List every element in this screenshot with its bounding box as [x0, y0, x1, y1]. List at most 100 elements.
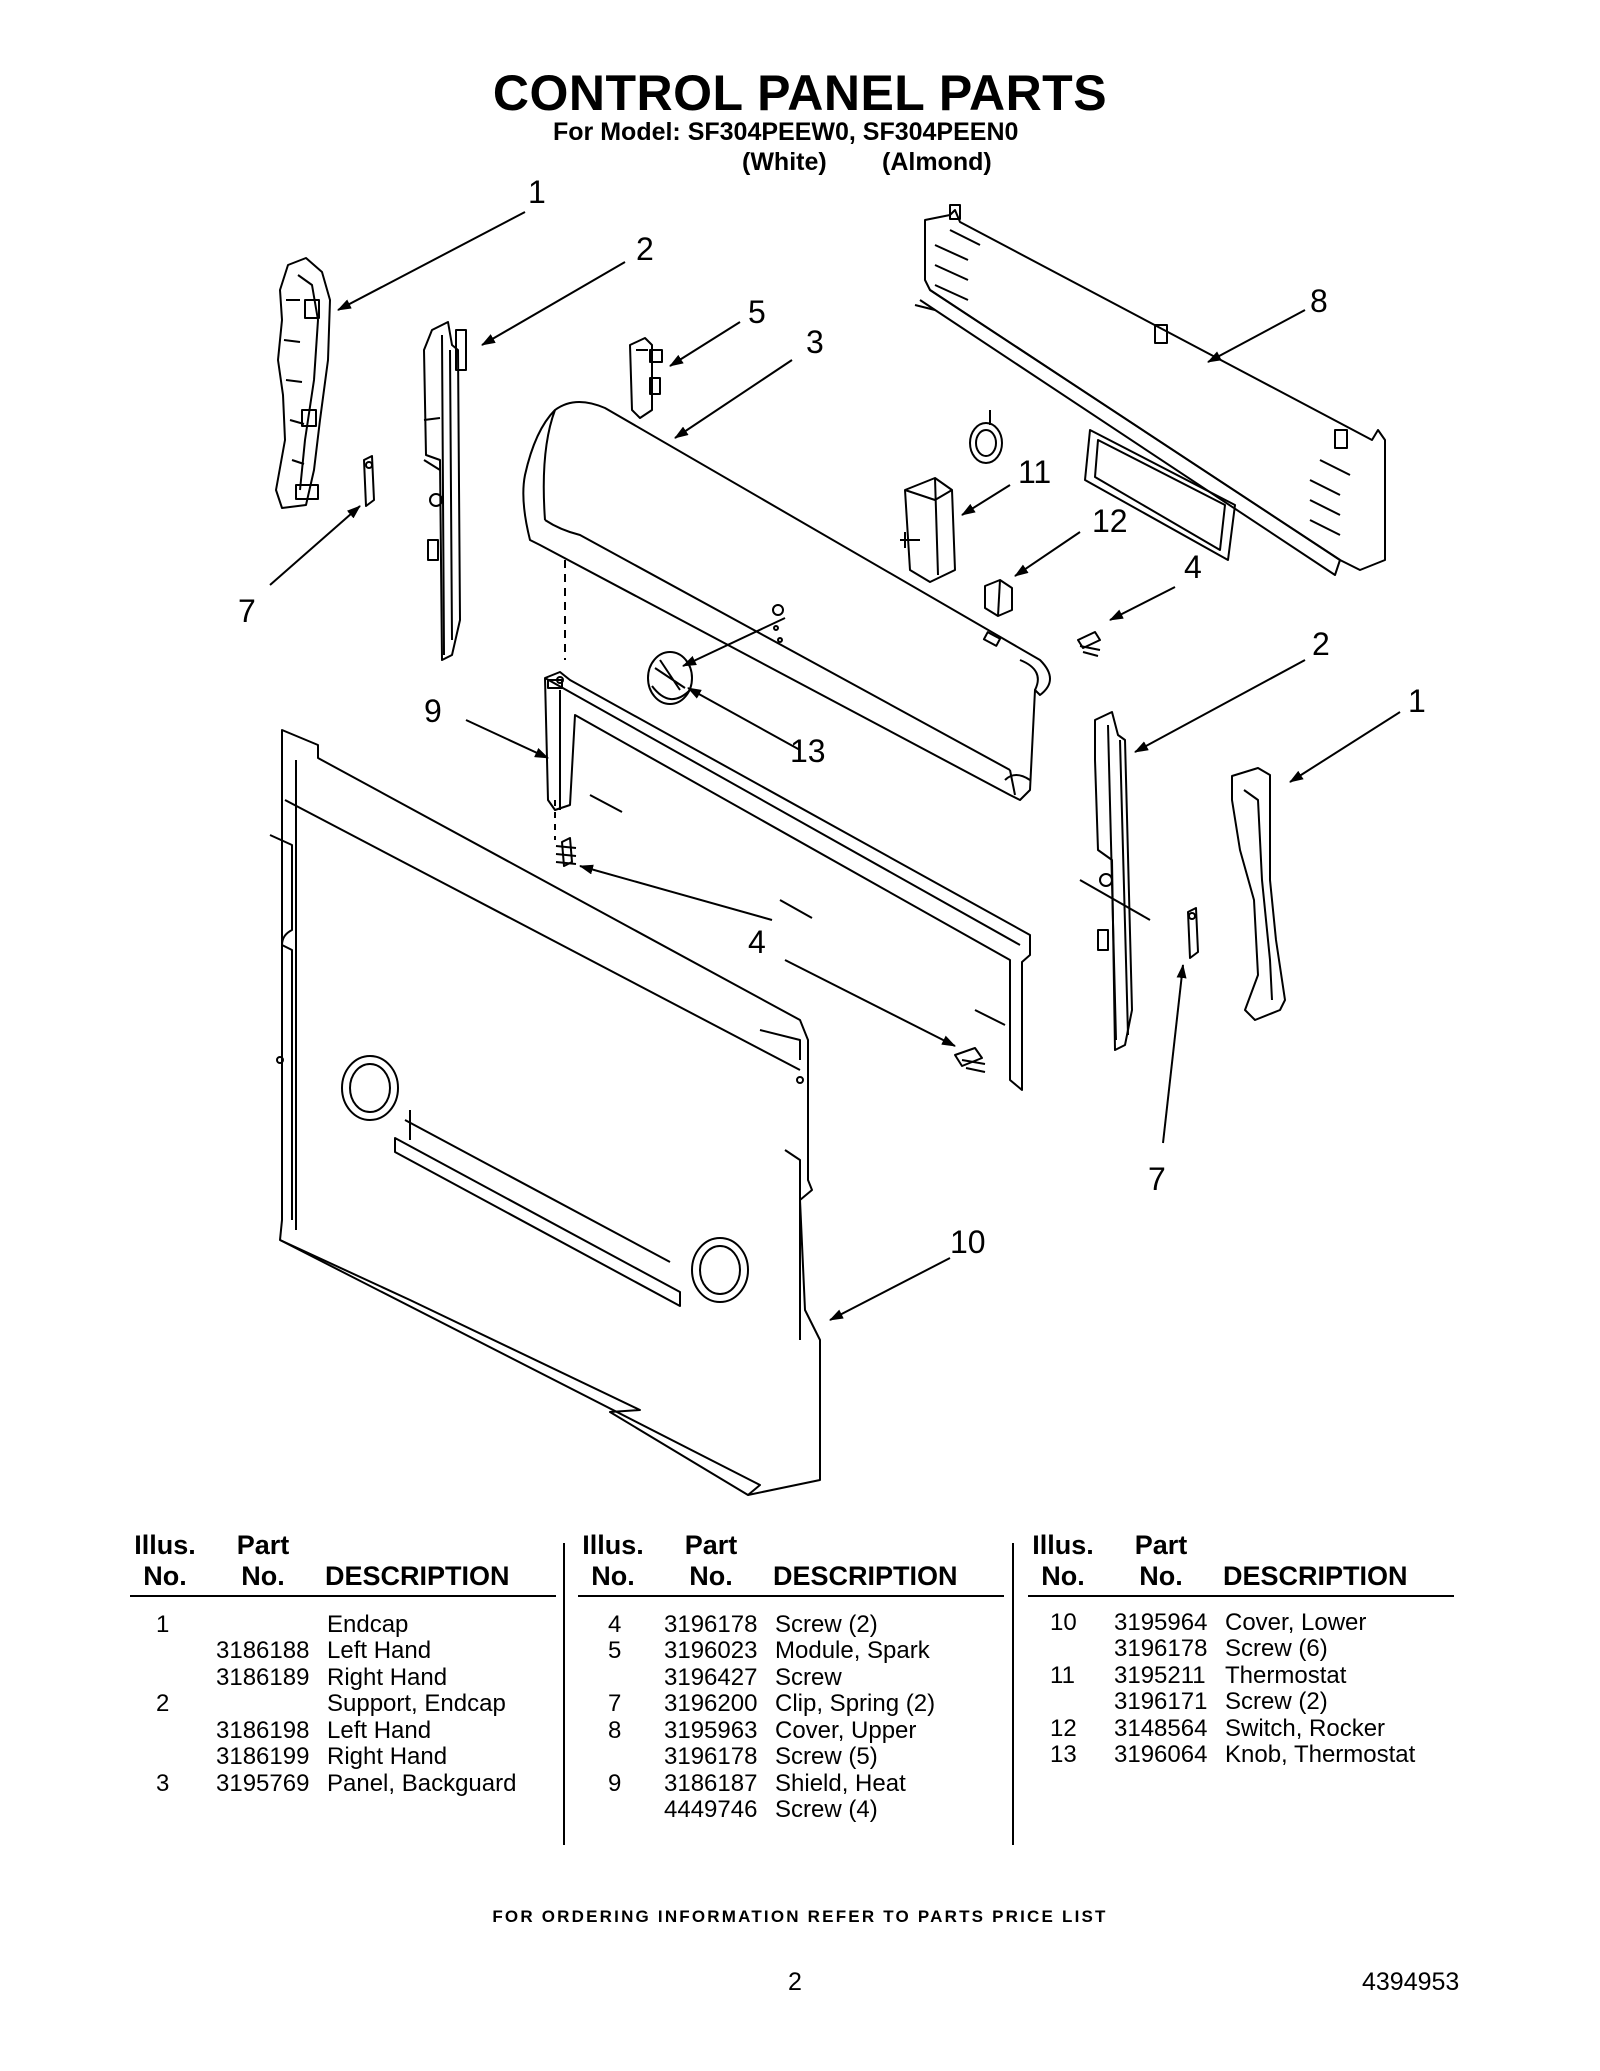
- spring-clip-left-drawing: [363, 455, 375, 507]
- col1-part-6: 3195769: [216, 1770, 310, 1797]
- callout-5: 5: [748, 294, 766, 330]
- header-rule-col3: [1028, 1595, 1454, 1597]
- col2-illus-4: 8: [608, 1717, 622, 1744]
- col2-part-6: 3186187: [664, 1770, 758, 1797]
- col2-part-3: 3196200: [664, 1690, 758, 1717]
- col2-desc-6: Shield, Heat: [775, 1770, 906, 1797]
- col2-illus-6: 9: [608, 1770, 622, 1797]
- variant-almond: (Almond): [882, 148, 992, 176]
- col1-part-5: 3186199: [216, 1743, 310, 1770]
- screw-lower-left-drawing: [555, 837, 577, 867]
- lower-cover-drawing: [269, 729, 821, 1496]
- column-divider-1: [563, 1543, 565, 1845]
- col1-desc-6: Panel, Backguard: [327, 1770, 517, 1797]
- col2-desc-2: Screw: [775, 1664, 842, 1691]
- callout-4-lower: 4: [748, 924, 766, 960]
- col3-part-2: 3195211: [1114, 1662, 1206, 1689]
- callout-1-left: 1: [528, 174, 546, 210]
- col2-desc-1: Module, Spark: [775, 1637, 930, 1664]
- col1-desc-0: Endcap: [327, 1611, 409, 1638]
- col2-illus-3: 7: [608, 1690, 622, 1717]
- col2-part-5: 3196178: [664, 1743, 758, 1770]
- col1-desc-2: Right Hand: [327, 1664, 448, 1691]
- variant-white: (White): [742, 148, 827, 176]
- callout-7-left: 7: [238, 593, 256, 629]
- col1-part-2: 3186189: [216, 1664, 310, 1691]
- col3-illus-0: 10: [1050, 1609, 1077, 1636]
- col3-illus-4: 12: [1050, 1715, 1077, 1742]
- header-illus-col2: Illus.No.: [582, 1530, 644, 1591]
- col2-desc-5: Screw (5): [775, 1743, 878, 1770]
- header-illus-col3: Illus.No.: [1032, 1530, 1094, 1591]
- col1-part-4: 3186198: [216, 1717, 310, 1744]
- col1-illus-3: 2: [156, 1690, 170, 1717]
- endcap-support-right-drawing: [1079, 711, 1151, 1051]
- col3-part-5: 3196064: [1114, 1741, 1208, 1768]
- screw-upper-right-drawing: [1077, 631, 1101, 657]
- col2-desc-4: Cover, Upper: [775, 1717, 917, 1744]
- spring-clip-right-drawing: [1187, 907, 1199, 959]
- callout-3: 3: [806, 324, 824, 360]
- col1-desc-3: Support, Endcap: [327, 1690, 506, 1717]
- col3-illus-5: 13: [1050, 1741, 1077, 1768]
- callout-8: 8: [1310, 283, 1328, 319]
- col3-part-0: 3195964: [1114, 1609, 1208, 1636]
- screw-lower-right-drawing: [954, 1047, 986, 1073]
- col2-part-0: 3196178: [664, 1611, 758, 1638]
- col2-part-7: 4449746: [664, 1796, 758, 1823]
- rocker-switch-drawing: [984, 579, 1013, 617]
- backguard-panel-drawing: [522, 401, 1051, 801]
- col2-desc-3: Clip, Spring (2): [775, 1690, 936, 1717]
- callout-13: 13: [790, 733, 826, 769]
- page-number: 2: [788, 1968, 802, 1996]
- col1-illus-0: 1: [156, 1611, 170, 1638]
- col2-part-1: 3196023: [664, 1637, 758, 1664]
- col1-desc-5: Right Hand: [327, 1743, 448, 1770]
- ordering-note: FOR ORDERING INFORMATION REFER TO PARTS …: [492, 1907, 1108, 1926]
- col2-part-4: 3195963: [664, 1717, 758, 1744]
- col3-desc-3: Screw (2): [1225, 1688, 1328, 1715]
- col3-part-1: 3196178: [1114, 1635, 1208, 1662]
- col1-desc-4: Left Hand: [327, 1717, 432, 1744]
- header-description-col3: DESCRIPTION: [1223, 1561, 1408, 1591]
- col1-desc-1: Left Hand: [327, 1637, 432, 1664]
- callout-12: 12: [1092, 503, 1128, 539]
- col3-desc-0: Cover, Lower: [1225, 1609, 1367, 1636]
- col2-illus-0: 4: [608, 1611, 622, 1638]
- spark-module-drawing: [629, 337, 663, 419]
- col2-desc-7: Screw (4): [775, 1796, 878, 1823]
- column-divider-2: [1012, 1543, 1014, 1845]
- col3-desc-1: Screw (6): [1225, 1635, 1328, 1662]
- col2-desc-0: Screw (2): [775, 1611, 878, 1638]
- header-illus-col1: Illus.No.: [134, 1530, 196, 1591]
- endcap-left-drawing: [275, 257, 331, 509]
- callout-2-left: 2: [636, 231, 654, 267]
- endcap-right-drawing: [1231, 767, 1286, 1021]
- callout-1-right: 1: [1408, 683, 1426, 719]
- heat-shield-drawing: [544, 671, 1031, 1091]
- col3-part-3: 3196171: [1114, 1688, 1208, 1715]
- col2-part-2: 3196427: [664, 1664, 758, 1691]
- thermostat-drawing: [900, 410, 1003, 583]
- document-number: 4394953: [1362, 1968, 1460, 1996]
- model-line: For Model: SF304PEEW0, SF304PEEN0: [553, 118, 1019, 146]
- col3-part-4: 3148564: [1114, 1715, 1208, 1742]
- header-description-col2: DESCRIPTION: [773, 1561, 958, 1591]
- thermostat-knob-drawing: [647, 651, 693, 705]
- col2-illus-1: 5: [608, 1637, 622, 1664]
- header-rule-col2: [578, 1595, 1004, 1597]
- col3-desc-2: Thermostat: [1225, 1662, 1347, 1689]
- col1-illus-6: 3: [156, 1770, 170, 1797]
- exploded-parts-diagram: 1 2 5 3 8 11 12 4 7 2 1 9 13 4 7 10: [238, 174, 1426, 1496]
- col1-part-1: 3186188: [216, 1637, 310, 1664]
- callout-10: 10: [950, 1224, 986, 1260]
- callout-7-right: 7: [1148, 1161, 1166, 1197]
- col3-desc-4: Switch, Rocker: [1225, 1715, 1386, 1742]
- callout-9: 9: [424, 693, 442, 729]
- col3-desc-5: Knob, Thermostat: [1225, 1741, 1416, 1768]
- header-rule-col1: [130, 1595, 556, 1597]
- callout-2-right: 2: [1312, 626, 1330, 662]
